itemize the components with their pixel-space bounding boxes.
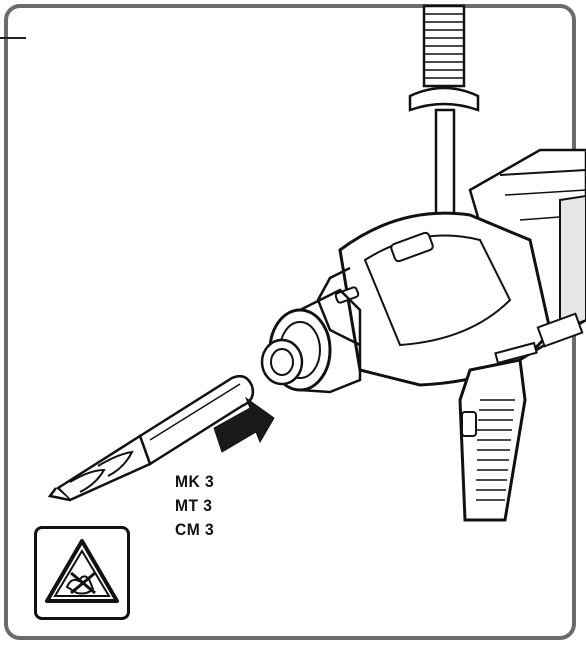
taper-labels: MK 3 MT 3 CM 3: [175, 470, 218, 542]
taper-label-mt: MT 3: [175, 496, 213, 515]
hot-surface-do-not-touch-icon: [45, 539, 119, 603]
warning-symbol-box: [34, 526, 130, 620]
pistol-grip: [458, 312, 584, 522]
gear-head: [316, 211, 552, 387]
spindle-nose: [260, 288, 362, 394]
header-rule: [0, 37, 26, 39]
taper-label-cm: CM 3: [175, 520, 215, 539]
insert-direction-arrow: [213, 396, 275, 453]
taper-label-mk: MK 3: [175, 472, 215, 491]
morse-taper-drill-bit: [47, 375, 255, 502]
